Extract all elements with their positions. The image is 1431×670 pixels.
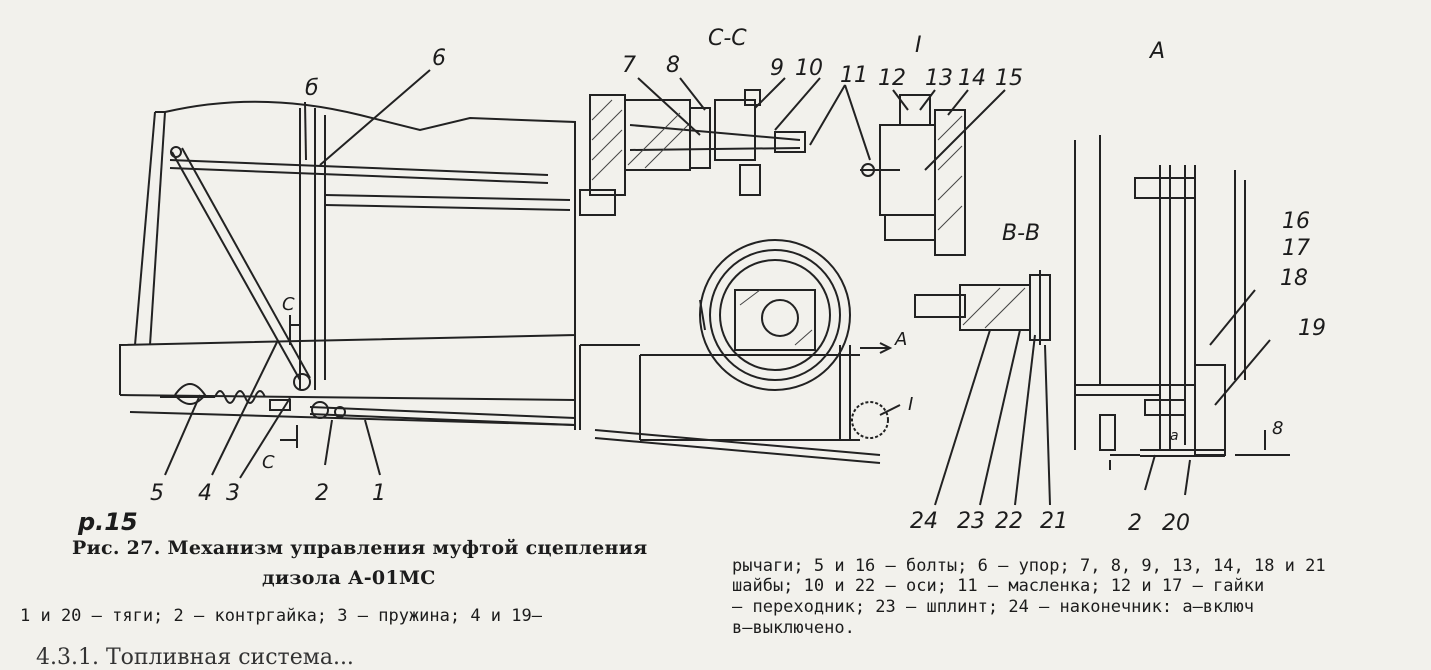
title-section-bb: В-В xyxy=(1002,221,1040,246)
page-reference: р.15 xyxy=(78,508,138,536)
title-view-a: А xyxy=(1148,39,1165,64)
label-15: 15 xyxy=(995,66,1023,91)
section-mark-c-bottom: С xyxy=(262,452,275,473)
label-12: 12 xyxy=(878,66,906,91)
next-section-heading-cut: 4.3.1. Топливная система... xyxy=(36,645,354,670)
label-19: 19 xyxy=(1298,316,1326,341)
label-6: 6 xyxy=(432,46,446,71)
label-b: б xyxy=(305,76,319,101)
detail-i-drawing xyxy=(860,89,1006,256)
label-3: 3 xyxy=(226,481,240,506)
label-18: 18 xyxy=(1280,266,1308,291)
label-4: 4 xyxy=(198,481,212,506)
label-1: 1 xyxy=(372,481,386,506)
label-7: 7 xyxy=(622,53,636,78)
section-hatching xyxy=(591,99,1026,346)
figure-caption-line2: дизола А-01МС xyxy=(262,567,436,589)
arrow-label-a: А xyxy=(894,329,907,350)
legend-right-line1: рычаги; 5 и 16 — болты; 6 — упор; 7, 8, … xyxy=(732,556,1326,576)
label-8-view-a: 8 xyxy=(1272,418,1283,439)
detail-mark-i: I xyxy=(908,394,913,415)
title-detail-i: I xyxy=(915,33,922,58)
label-14: 14 xyxy=(958,66,986,91)
label-16: 16 xyxy=(1282,209,1310,234)
label-20: 20 xyxy=(1162,511,1190,536)
section-cc-drawing xyxy=(579,77,871,216)
label-24: 24 xyxy=(910,509,938,534)
view-a-drawing xyxy=(1074,135,1290,496)
label-13: 13 xyxy=(925,66,953,91)
label-11: 11 xyxy=(840,63,868,88)
title-section-cc: С-С xyxy=(708,26,747,51)
section-mark-c-top: С xyxy=(282,294,295,315)
legend-left: 1 и 20 — тяги; 2 — контргайка; 3 — пружи… xyxy=(20,606,542,626)
label-22: 22 xyxy=(995,509,1023,534)
label-a-position: а xyxy=(1170,428,1179,444)
clutch-assembly-drawing xyxy=(579,239,901,464)
label-10: 10 xyxy=(795,56,823,81)
label-23: 23 xyxy=(957,509,985,534)
label-8: 8 xyxy=(666,53,680,78)
label-17: 17 xyxy=(1282,236,1310,261)
label-21: 21 xyxy=(1040,509,1068,534)
section-bb-drawing xyxy=(914,270,1051,506)
label-2: 2 xyxy=(315,481,329,506)
main-view-drawing xyxy=(119,69,576,479)
legend-right-line4: в—выключено. xyxy=(732,618,855,638)
legend-right-line2: шайбы; 10 и 22 — оси; 11 — масленка; 12 … xyxy=(732,576,1265,596)
label-5: 5 xyxy=(150,481,164,506)
label-2-view-a: 2 xyxy=(1128,511,1142,536)
label-9: 9 xyxy=(770,56,784,81)
figure-caption-line1: Рис. 27. Механизм управления муфтой сцеп… xyxy=(72,537,648,559)
legend-right-line3: — переходник; 23 — шплинт; 24 — наконечн… xyxy=(732,597,1254,617)
